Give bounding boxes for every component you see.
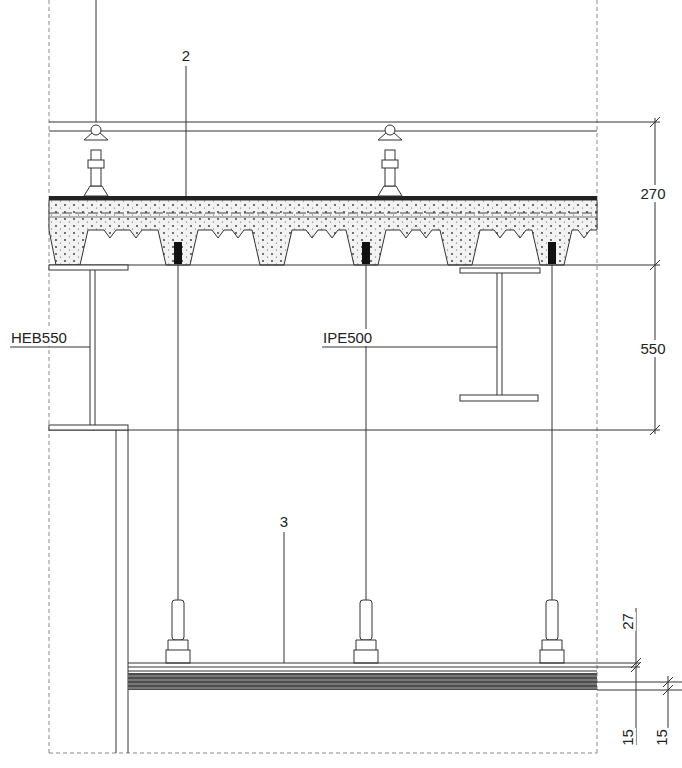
dimension-value: 27 (619, 612, 636, 631)
callout-number: 2 (181, 47, 191, 64)
beam-name: IPE500 (322, 329, 373, 346)
dimension-value: 550 (639, 340, 666, 357)
dimension-value: 15 (653, 728, 670, 747)
beam-name: HEB550 (10, 329, 68, 346)
dimension-value: 15 (619, 728, 636, 747)
callout-number: 3 (279, 513, 289, 530)
dimension-value: 270 (639, 185, 666, 202)
